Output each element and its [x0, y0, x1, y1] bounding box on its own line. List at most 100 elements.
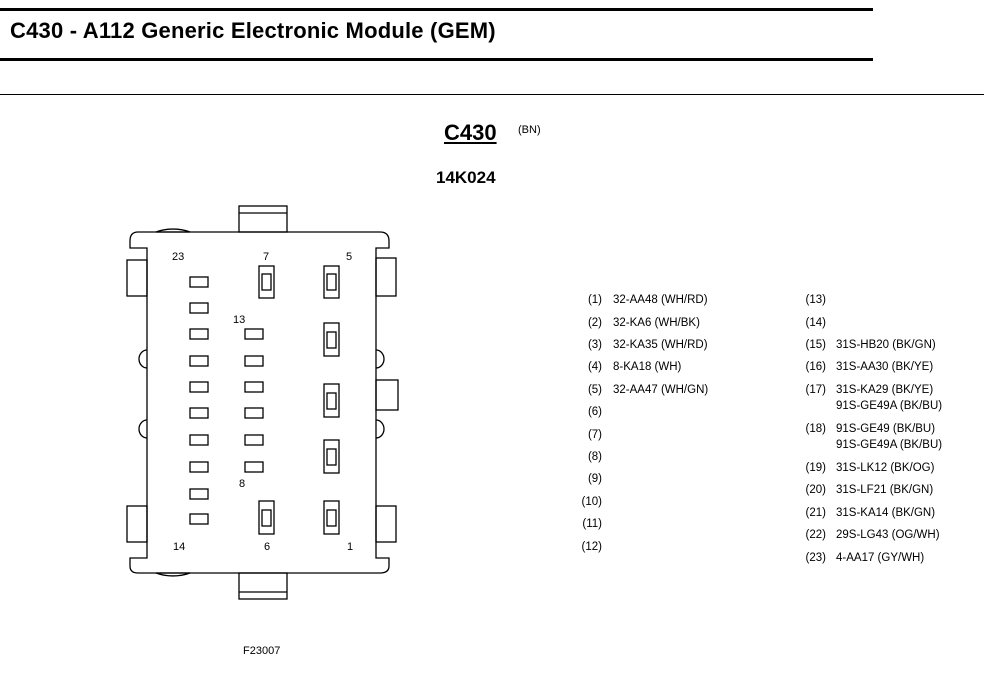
cavity-large-inner [326, 273, 337, 291]
pin-circuit: 91S-GE49 (BK/BU) [836, 423, 936, 435]
pin-circuit: 29S-LG43 (OG/WH) [836, 529, 940, 541]
page-divider [0, 94, 984, 95]
pin-number: (23) [805, 552, 826, 564]
cavity-small [189, 328, 209, 340]
connector-right-key-top [375, 257, 397, 297]
cavity-small [189, 302, 209, 314]
connector-part-number: 14K024 [436, 168, 496, 187]
pin-number: (19) [805, 462, 826, 474]
cavity-small [244, 461, 264, 473]
pin-number: (1) [587, 294, 602, 306]
pin-number: (18) [805, 423, 826, 435]
connector-left-key-top [126, 259, 148, 297]
cavity-small [244, 355, 264, 367]
face-label-14: 14 [173, 541, 185, 553]
cavity-large-inner [326, 509, 337, 527]
pin-number: (8) [587, 451, 602, 463]
pin-number: (2) [587, 317, 602, 329]
connector-color-code: (BN) [518, 124, 541, 136]
cavity-large [258, 500, 275, 535]
cavity-large-column-3 [323, 265, 340, 535]
cavity-large-column-2 [258, 265, 275, 535]
cavity-large-inner [326, 331, 337, 349]
cavity-small [244, 328, 264, 340]
pin-number: (9) [587, 473, 602, 485]
cavity-large [323, 439, 340, 474]
connector-body-outline [129, 231, 390, 574]
cavity-small [189, 513, 209, 525]
cavity-small [244, 407, 264, 419]
cavity-large [323, 500, 340, 535]
page-title: C430 - A112 Generic Electronic Module (G… [10, 18, 496, 43]
face-label-13: 13 [233, 314, 245, 326]
connector-right-bump-2 [375, 419, 385, 439]
header-rule-top [0, 8, 873, 11]
connector-left-bump-2 [138, 419, 148, 439]
pin-number: (13) [805, 294, 826, 306]
cavity-small [244, 381, 264, 393]
cavity-large [323, 265, 340, 299]
pin-circuit: 31S-LK12 (BK/OG) [836, 462, 935, 474]
connector-id: C430 [444, 120, 497, 145]
cavity-large [323, 322, 340, 357]
cavity-large-inner [261, 509, 272, 527]
connector-right-key-bottom [375, 505, 397, 543]
pin-circuit: 31S-AA30 (BK/YE) [836, 361, 934, 373]
connector-left-bump-1 [138, 349, 148, 369]
pin-number: (3) [587, 339, 602, 351]
connector-left-key-bottom [126, 505, 148, 543]
cavity-small [189, 276, 209, 288]
pin-circuit-secondary: 91S-GE49A (BK/BU) [836, 400, 943, 412]
connector-bottom-latch [238, 572, 288, 600]
pin-number: (20) [805, 484, 826, 496]
cavity-small [189, 488, 209, 500]
pin-number: (12) [581, 541, 602, 553]
pin-number: (10) [581, 496, 602, 508]
face-label-1: 1 [347, 541, 353, 553]
cavity-small [189, 381, 209, 393]
cavity-column-1 [189, 276, 209, 525]
pin-number: (7) [587, 429, 602, 441]
pin-number: (4) [587, 361, 602, 373]
face-label-6: 6 [264, 541, 270, 553]
face-label-8: 8 [239, 478, 245, 490]
pin-number: (14) [805, 317, 826, 329]
pin-circuit: 32-AA47 (WH/GN) [613, 384, 709, 396]
pin-circuit: 31S-HB20 (BK/GN) [836, 339, 936, 351]
pin-circuit: 31S-LF21 (BK/GN) [836, 484, 934, 496]
pin-number: (11) [582, 518, 602, 530]
connector-right-bump-1 [375, 349, 385, 369]
face-label-5: 5 [346, 251, 352, 263]
cavity-large [258, 265, 275, 299]
pin-number: (21) [805, 507, 826, 519]
cavity-small [189, 407, 209, 419]
pin-circuit: 31S-KA29 (BK/YE) [836, 384, 934, 396]
figure-id: F23007 [243, 645, 281, 657]
pin-circuit: 4-AA17 (GY/WH) [836, 552, 925, 564]
pin-number: (15) [805, 339, 826, 351]
face-label-7: 7 [263, 251, 269, 263]
pin-circuit: 32-KA35 (WH/RD) [613, 339, 708, 351]
cavity-small [244, 434, 264, 446]
cavity-small [189, 355, 209, 367]
pin-circuit: 32-KA6 (WH/BK) [613, 317, 700, 329]
pin-circuit-secondary: 91S-GE49A (BK/BU) [836, 439, 943, 451]
cavity-large-inner [326, 448, 337, 466]
face-label-23: 23 [172, 251, 184, 263]
pin-circuit: 31S-KA14 (BK/GN) [836, 507, 936, 519]
pin-circuit: 8-KA18 (WH) [613, 361, 682, 373]
pin-number: (5) [587, 384, 602, 396]
pin-number: (6) [587, 406, 602, 418]
cavity-large-inner [326, 392, 337, 410]
cavity-small [189, 434, 209, 446]
pin-circuit: 32-AA48 (WH/RD) [613, 294, 708, 306]
connector-top-latch [238, 205, 288, 233]
cavity-large-inner [261, 273, 272, 291]
connector-right-key-mid [375, 379, 399, 411]
pin-number: (16) [805, 361, 826, 373]
pin-number: (22) [805, 529, 826, 541]
cavity-large [323, 383, 340, 418]
cavity-small [189, 461, 209, 473]
pin-number: (17) [805, 384, 826, 396]
